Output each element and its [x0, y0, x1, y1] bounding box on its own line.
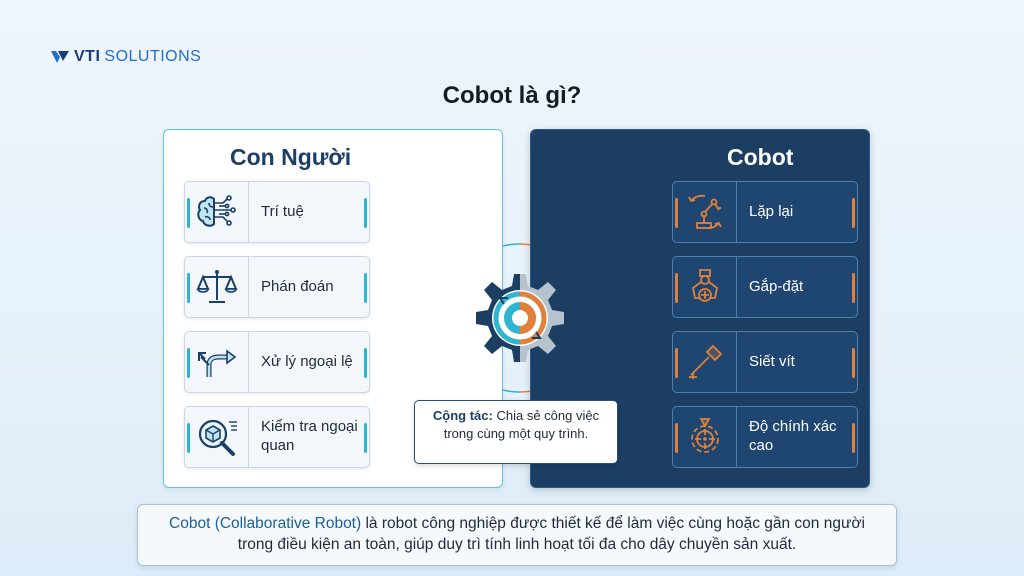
collaboration-key: Cộng tác: [432, 408, 493, 423]
robot-arm-icon [673, 182, 737, 242]
caption-highlight: Cobot (Collaborative Robot) [169, 515, 362, 532]
human-item-label: Xử lý ngoại lệ [261, 352, 353, 370]
magnifier-inspect-icon [185, 407, 249, 467]
brand-logo: VTI SOLUTIONS [50, 48, 201, 66]
cobot-item-pick-place: Gắp-đặt [672, 256, 858, 318]
collaboration-callout: Cộng tác: Chia sẻ công việc trong cùng m… [414, 400, 618, 464]
human-item-visual-inspection: Kiểm tra ngoại quan [184, 406, 370, 468]
human-item-label: Trí tuệ [261, 202, 304, 220]
central-gear-icon [476, 274, 564, 362]
scale-icon [185, 257, 249, 317]
human-heading: Con Người [230, 144, 352, 170]
precision-gear-icon [673, 407, 737, 467]
cobot-item-high-precision: Độ chính xác cao [672, 406, 858, 468]
human-item-judgment: Phán đoán [184, 256, 370, 318]
cobot-item-repeat: Lặp lại [672, 181, 858, 243]
cobot-heading: Cobot [727, 144, 794, 170]
human-item-exception-handling: Xử lý ngoại lệ [184, 331, 370, 393]
screwdriver-icon [673, 332, 737, 392]
cobot-item-label: Độ chính xác cao [749, 418, 837, 454]
gripper-icon [673, 257, 737, 317]
human-item-intelligence: Trí tuệ [184, 181, 370, 243]
cobot-panel: Cobot Lặp lại [530, 129, 870, 488]
human-item-label: Kiểm tra ngoại quan [261, 418, 358, 454]
cobot-item-screw-tightening: Siết vít [672, 331, 858, 393]
cobot-item-label: Gắp-đặt [749, 277, 804, 295]
page-title: Cobot là gì? [442, 82, 582, 109]
brand-name-suffix: SOLUTIONS [104, 48, 202, 65]
brain-icon [185, 182, 249, 242]
caption-text: là robot công nghiệp được thiết kế để là… [237, 515, 865, 553]
vti-logo-icon [51, 51, 69, 63]
cobot-item-label: Lặp lại [749, 202, 794, 220]
cobot-item-label: Siết vít [749, 352, 795, 370]
definition-caption: Cobot (Collaborative Robot) là robot côn… [137, 504, 897, 566]
human-item-label: Phán đoán [261, 277, 334, 295]
branch-arrows-icon [185, 332, 249, 392]
collaboration-text: Chia sẻ công việc trong cùng một quy trì… [443, 408, 600, 442]
brand-name-prefix: VTI [74, 48, 101, 65]
